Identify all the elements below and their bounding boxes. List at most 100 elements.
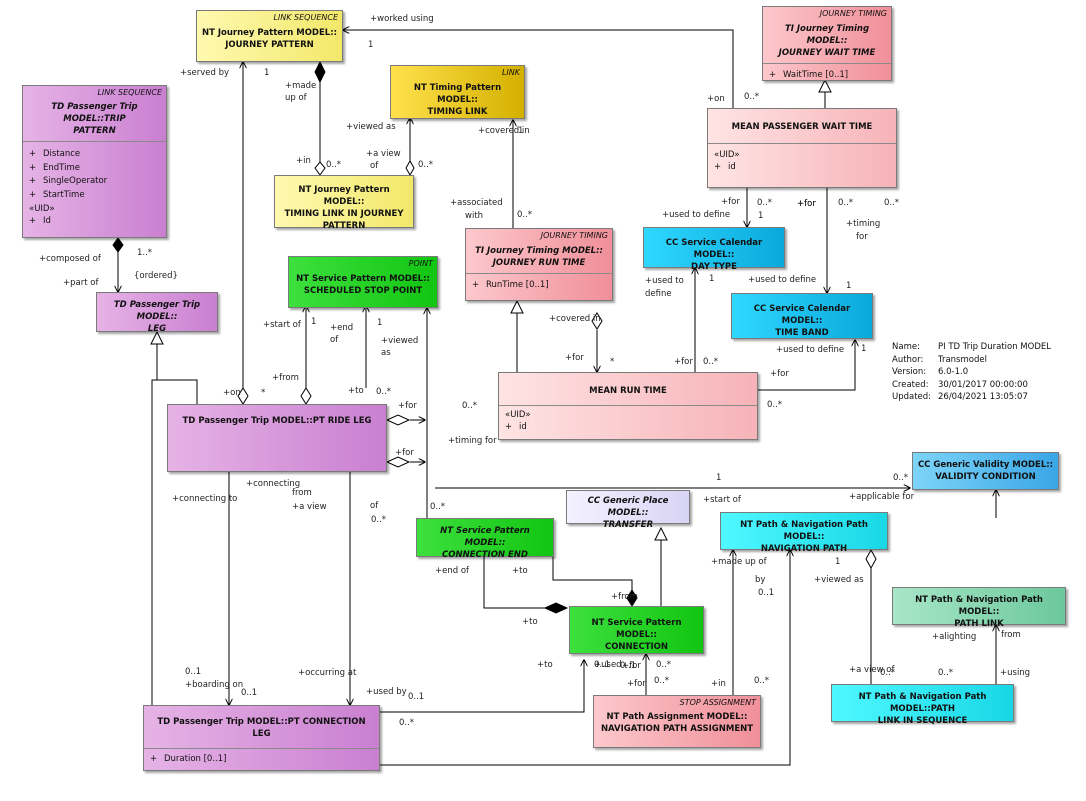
edge-label: 0..1 [620,661,636,671]
class-name: TI Journey Timing MODEL:: [475,246,603,256]
attribute-separator [708,143,896,144]
class-journey-run-time[interactable]: JOURNEY TIMING TI Journey Timing MODEL::… [465,228,613,301]
stereotype: STOP ASSIGNMENT [679,698,756,707]
class-validity-condition[interactable]: CC Generic Validity MODEL:: VALIDITY CON… [912,452,1059,490]
class-name: CC Generic Place MODEL:: [587,496,669,518]
edge-label: by [755,575,765,585]
edge-label: +applicable for [849,492,915,502]
attribute: +SingleOperator [29,176,108,186]
class-leg[interactable]: TD Passenger Trip MODEL:: LEG [96,292,218,334]
edge-label: 1 [716,473,721,483]
composite-diamond [543,602,569,614]
generalization-triangle [818,78,832,93]
class-navigation-path-assignment[interactable]: STOP ASSIGNMENT NT Path Assignment MODEL… [593,695,761,748]
edge-label: +start of [703,495,742,505]
edge-label: 0..* [703,357,718,367]
class-timing-link[interactable]: LINK NT Timing Pattern MODEL:: TIMING LI… [390,65,525,119]
stereotype: POINT [408,259,433,268]
class-name: NT Service Pattern MODEL:: [440,526,530,548]
edge-label: 1 [758,211,763,221]
edge-label: +covered in [478,126,530,136]
edge-label: +used to define [776,345,844,355]
edge-label: 0..* [754,676,769,686]
edge-label: 0..* [880,668,895,678]
edge-label: from [292,488,312,498]
class-mean-run-time[interactable]: MEAN RUN TIME «UID» +id [498,372,758,440]
edge-label: 0..* [884,198,899,208]
aggregate-diamond [405,159,415,177]
class-connection[interactable]: NT Service Pattern MODEL:: CONNECTION [569,606,704,654]
edge-label: +start of [263,320,302,330]
edge-label: +to [512,566,528,576]
edge-label: 0..* [767,400,782,410]
attribute: +Id [29,216,51,226]
class-transfer[interactable]: CC Generic Place MODEL:: TRANSFER [566,490,690,530]
class-journey-wait-time[interactable]: JOURNEY TIMING TI Journey Timing MODEL::… [762,6,892,81]
class-path-link[interactable]: NT Path & Navigation Path MODEL:: PATH L… [892,587,1066,629]
edge-label: +connecting to [172,494,237,504]
edge-label: 0..* [376,387,391,397]
class-day-type[interactable]: CC Service Calendar MODEL:: DAY TYPE [643,227,785,272]
class-pt-ride-leg[interactable]: TD Passenger Trip MODEL::PT RIDE LEG [167,404,387,472]
aggregate-diamond [300,387,312,405]
class-connection-end[interactable]: NT Service Pattern MODEL:: CONNECTION EN… [416,518,554,560]
class-time-band[interactable]: CC Service Calendar MODEL:: TIME BAND [731,293,873,339]
edge-label: +to [522,617,538,627]
model-metadata: Name:PI TD Trip Duration MODEL Author:Tr… [892,341,1051,404]
edge-label: +used to [645,276,684,286]
class-journey-pattern[interactable]: LINK SEQUENCE NT Journey Pattern MODEL::… [196,10,343,62]
assoc-worked-using [343,30,734,108]
assoc-conn-end [552,557,633,590]
class-pt-connection-leg[interactable]: TD Passenger Trip MODEL::PT CONNECTION L… [143,705,380,771]
edge-label: +in [296,156,311,166]
edge-label: 0..* [744,92,759,102]
class-name: JOURNEY PATTERN [225,40,314,50]
attribute-separator [499,405,757,406]
class-name: CC Service Calendar MODEL:: [665,238,763,260]
edge-label: with [465,211,483,221]
aggregate-diamond [385,456,411,468]
class-timing-link-in-journey-pattern[interactable]: NT Journey Pattern MODEL:: TIMING LINK I… [274,175,414,231]
stereotype: JOURNEY TIMING [819,9,887,18]
edge-label: +used to define [748,275,816,285]
class-name: TIME BAND [775,328,829,338]
attribute: +id [505,422,527,432]
aggregate-diamond [865,548,877,570]
composite-diamond [314,60,326,84]
class-name: SCHEDULED STOP POINT [303,286,423,296]
class-name: NT Journey Pattern MODEL:: [298,185,390,207]
edge-label: 0..* [893,473,908,483]
edge-label: +for [622,661,641,671]
meta-row: Updated:26/04/2021 13:05:07 [892,392,1028,402]
class-name: NT Path & Navigation Path MODEL::PATH [858,692,987,714]
edge-label: 0..* [656,660,671,670]
class-name: PATTERN [73,126,116,136]
edge-label: +a view of [849,665,896,675]
meta-row: Version:6.0-1.0 [892,367,969,377]
class-name: TD Passenger Trip MODEL::TRIP [51,102,138,124]
edge-label: for [856,232,868,242]
generalization-triangle [654,526,668,541]
edge-label: 1 [835,557,840,567]
edge-label: of [370,501,379,511]
edge-label: +from [272,373,299,383]
class-name: TD Passenger Trip MODEL:: [113,300,201,322]
class-trip-pattern[interactable]: LINK SEQUENCE TD Passenger Trip MODEL::T… [22,85,167,238]
edge-label: 0..* [418,160,433,170]
aggregate-diamond [385,414,411,426]
class-mean-passenger-wait-time[interactable]: MEAN PASSENGER WAIT TIME «UID» +id [707,108,897,188]
edge-label: 0..* [399,718,414,728]
attribute: +Duration [0..1] [150,754,227,764]
uid-label: «UID» [29,204,55,214]
edge-label: +used by [366,687,407,697]
attribute: +Distance [29,149,81,159]
edge-label: +worked using [370,14,434,24]
attribute-separator [23,141,166,142]
edge-label: 0..* [430,502,445,512]
class-scheduled-stop-point[interactable]: POINT NT Service Pattern MODEL:: SCHEDUL… [288,256,438,308]
class-path-link-in-sequence[interactable]: NT Path & Navigation Path MODEL::PATH LI… [831,684,1014,726]
class-navigation-path[interactable]: NT Path & Navigation Path MODEL:: NAVIGA… [720,512,888,554]
edge-label: +for [770,369,789,379]
